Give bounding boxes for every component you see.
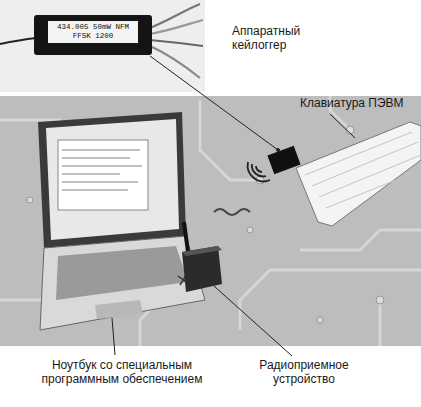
wireless-arcs bbox=[248, 162, 270, 181]
callout-label: Клавиатура ПЭВМ bbox=[300, 96, 418, 110]
signal-wave bbox=[214, 209, 250, 215]
callout-label: Аппаратный кейлоггер bbox=[232, 24, 312, 52]
keyboard bbox=[296, 122, 421, 226]
photo-ground bbox=[0, 0, 205, 92]
keylogger-body bbox=[34, 15, 152, 55]
device-marking: 434.005 50mW NFM FFSK 1200 bbox=[51, 23, 135, 41]
radio-receiver bbox=[182, 222, 222, 292]
device-wires bbox=[0, 4, 203, 78]
callout-label: Радиоприемное устройство bbox=[248, 358, 360, 386]
laptop bbox=[38, 112, 205, 330]
device-sticker: 434.005 50mW NFM FFSK 1200 bbox=[48, 21, 138, 43]
keylogger-small bbox=[267, 146, 300, 174]
circuit-board bbox=[0, 96, 421, 346]
board-traces bbox=[0, 96, 421, 346]
callout-label: Ноутбук со специальным программным обесп… bbox=[22, 358, 222, 386]
